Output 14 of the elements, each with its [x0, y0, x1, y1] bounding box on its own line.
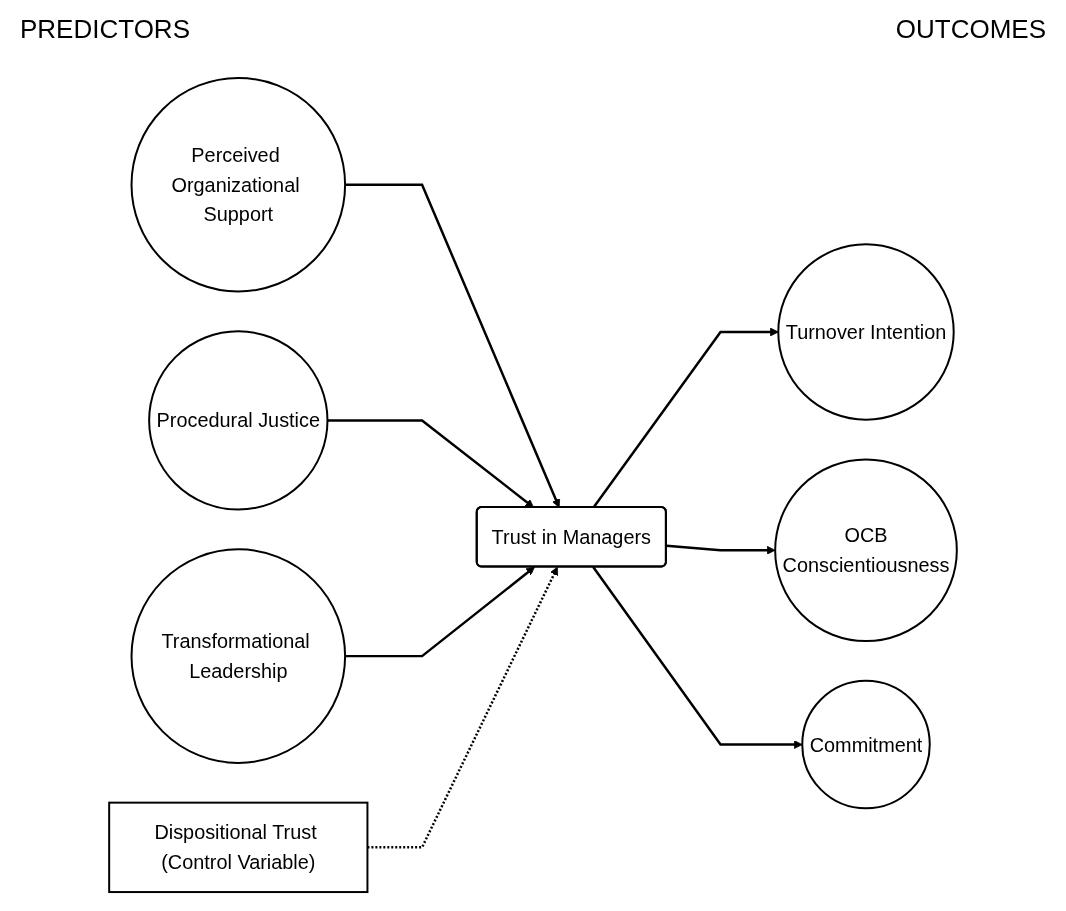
node-circle: Commitment	[801, 679, 931, 810]
node-circle: Turnover Intention	[777, 243, 955, 421]
node-box: Dispositional Trust (Control Variable)	[108, 801, 369, 894]
node-circle: Procedural Justice	[148, 330, 329, 511]
node-circle: OCB Conscientiousness	[774, 458, 958, 643]
arrow	[592, 566, 803, 749]
arrow	[666, 544, 776, 555]
arrow	[327, 419, 534, 508]
column-heading: PREDICTORS	[20, 14, 190, 45]
node-circle: Transformational Leadership	[130, 548, 347, 764]
arrow	[345, 183, 561, 508]
column-heading: OUTCOMES	[895, 14, 1046, 45]
node-circle: Perceived Organizational Support	[130, 76, 347, 293]
arrow	[345, 566, 535, 658]
